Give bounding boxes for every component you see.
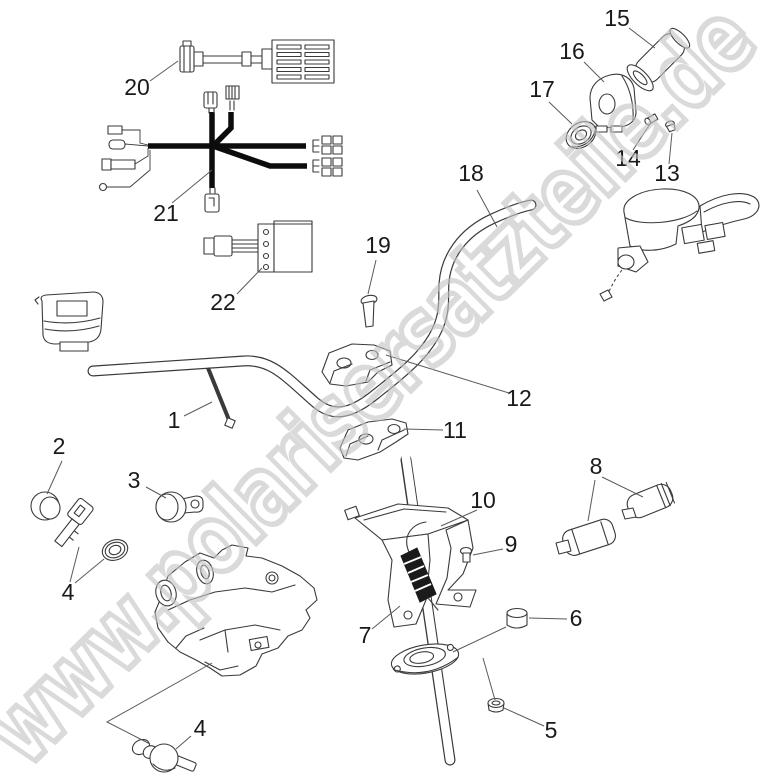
leader-line-5 bbox=[482, 657, 496, 701]
leader-line-14 bbox=[632, 123, 651, 151]
leader-line-13 bbox=[668, 132, 673, 165]
part-16-switch-housing bbox=[589, 73, 637, 133]
callout-1[interactable]: 1 bbox=[168, 407, 181, 433]
leader-line-21 bbox=[171, 169, 213, 204]
callout-9[interactable]: 9 bbox=[505, 531, 518, 557]
callout-10[interactable]: 10 bbox=[470, 487, 496, 513]
part-9-screw bbox=[459, 546, 473, 563]
leader-line-7 bbox=[371, 605, 401, 630]
leader-line-3 bbox=[145, 486, 167, 499]
callout-13[interactable]: 13 bbox=[654, 160, 680, 186]
handlebar-tube bbox=[87, 199, 537, 418]
headlight-pod bbox=[154, 544, 318, 677]
mount-flange bbox=[390, 643, 460, 675]
callout-14[interactable]: 14 bbox=[615, 145, 641, 171]
leader-line-12 bbox=[385, 354, 510, 394]
leader-line-4 bbox=[175, 735, 192, 750]
part-2-knob bbox=[30, 491, 61, 521]
part-17-seal bbox=[565, 121, 597, 149]
callout-18[interactable]: 18 bbox=[458, 160, 484, 186]
callout-17[interactable]: 17 bbox=[529, 76, 555, 102]
part-15-grip bbox=[626, 27, 691, 92]
callout-15[interactable]: 15 bbox=[604, 5, 630, 31]
leader-line-10 bbox=[440, 509, 478, 527]
part-19-bolt bbox=[360, 294, 378, 328]
leader-line-17 bbox=[548, 101, 573, 125]
leader-line-6 bbox=[452, 626, 507, 653]
leader-line-22 bbox=[236, 267, 263, 295]
part-4-grommet bbox=[101, 539, 129, 561]
callout-5[interactable]: 5 bbox=[545, 717, 558, 743]
callout-16[interactable]: 16 bbox=[559, 38, 585, 64]
callout-4[interactable]: 4 bbox=[194, 715, 207, 741]
part-10-bracket bbox=[344, 503, 477, 628]
part-8-spacers bbox=[555, 482, 676, 556]
part-4-switch-knob bbox=[131, 738, 197, 773]
leader-line-19 bbox=[367, 259, 377, 295]
callout-11[interactable]: 11 bbox=[443, 417, 467, 443]
leader-line-4 bbox=[74, 558, 105, 584]
callout-8[interactable]: 8 bbox=[590, 453, 603, 479]
callout-22[interactable]: 22 bbox=[210, 289, 236, 315]
part-13-screw bbox=[665, 120, 676, 133]
part-21-wiring-harness bbox=[98, 85, 343, 213]
part-1-rod bbox=[206, 367, 236, 429]
part-6-bushing bbox=[506, 607, 528, 629]
callout-6[interactable]: 6 bbox=[570, 605, 583, 631]
leader-line-5 bbox=[503, 707, 545, 727]
leader-line-15 bbox=[628, 27, 656, 49]
part-12-upper-clamp bbox=[321, 343, 393, 387]
leader-line-11 bbox=[403, 428, 444, 431]
part-11-lower-clamp bbox=[339, 418, 409, 461]
callout-3[interactable]: 3 bbox=[128, 467, 141, 493]
leader-line-8 bbox=[601, 476, 644, 498]
leader-line-1 bbox=[183, 401, 213, 417]
leader-line-8 bbox=[587, 479, 596, 522]
leader-line-16 bbox=[583, 61, 605, 83]
callout-7[interactable]: 7 bbox=[359, 622, 372, 648]
leader-line-9 bbox=[472, 548, 504, 556]
leader-line-4 bbox=[105, 662, 213, 745]
part-20-heater-element bbox=[179, 39, 335, 84]
callout-2[interactable]: 2 bbox=[53, 433, 66, 459]
callout-19[interactable]: 19 bbox=[365, 232, 391, 258]
callout-4[interactable]: 4 bbox=[62, 579, 75, 605]
part-7-spring bbox=[400, 521, 439, 611]
instrument-gauge bbox=[34, 291, 104, 352]
leader-line-4 bbox=[69, 546, 80, 583]
part-22-control-module bbox=[203, 220, 313, 273]
callout-12[interactable]: 12 bbox=[506, 385, 532, 411]
part-5-nut bbox=[487, 697, 505, 713]
part-14-screw bbox=[644, 113, 659, 126]
part-4-key bbox=[54, 497, 94, 548]
leader-line-20 bbox=[149, 60, 179, 82]
callout-21[interactable]: 21 bbox=[153, 200, 179, 226]
part-3-ignition-switch bbox=[155, 491, 204, 523]
leader-line-6 bbox=[528, 617, 568, 620]
brake-master-cylinder bbox=[599, 188, 760, 302]
leader-line-2 bbox=[46, 460, 63, 495]
leader-line-18 bbox=[476, 189, 498, 228]
callout-20[interactable]: 20 bbox=[124, 74, 150, 100]
